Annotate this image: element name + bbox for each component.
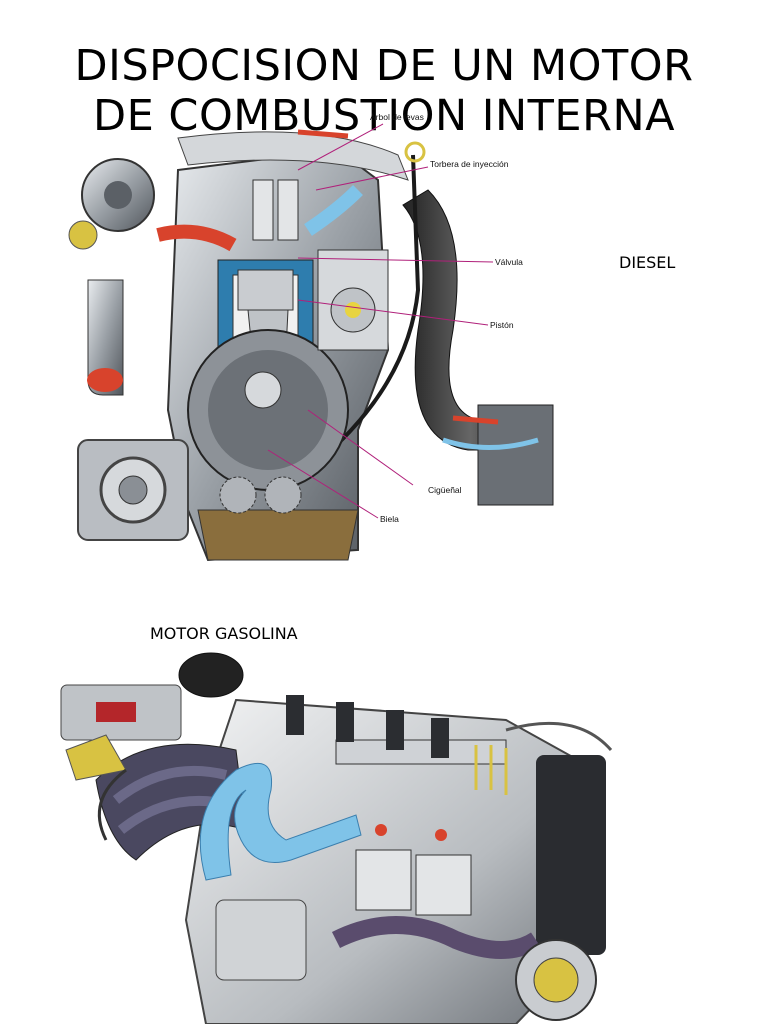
callout-torbera-de-inyeccion: Torbera de inyección xyxy=(430,159,509,169)
page-title-line-2: DE COMBUSTION INTERNA xyxy=(92,90,676,141)
diesel-engine-illustration: Árbol de levas Torbera de inyección Válv… xyxy=(68,112,554,562)
diesel-label: DIESEL xyxy=(619,253,676,272)
gasoline-engine-illustration xyxy=(60,652,613,1024)
callout-valvula: Válvula xyxy=(495,257,523,267)
page-title-line-1: DISPOCISION DE UN MOTOR xyxy=(74,40,694,91)
callout-piston: Pistón xyxy=(490,320,514,330)
callout-arbol-de-levas: Árbol de levas xyxy=(370,112,424,122)
gasoline-engine-label: MOTOR GASOLINA xyxy=(150,624,298,643)
callout-biela: Biela xyxy=(380,514,399,524)
page-title: DISPOCISION DE UN MOTOR DE COMBUSTION IN… xyxy=(0,41,768,141)
callout-ciguenal: Cigüeñal xyxy=(428,485,462,495)
